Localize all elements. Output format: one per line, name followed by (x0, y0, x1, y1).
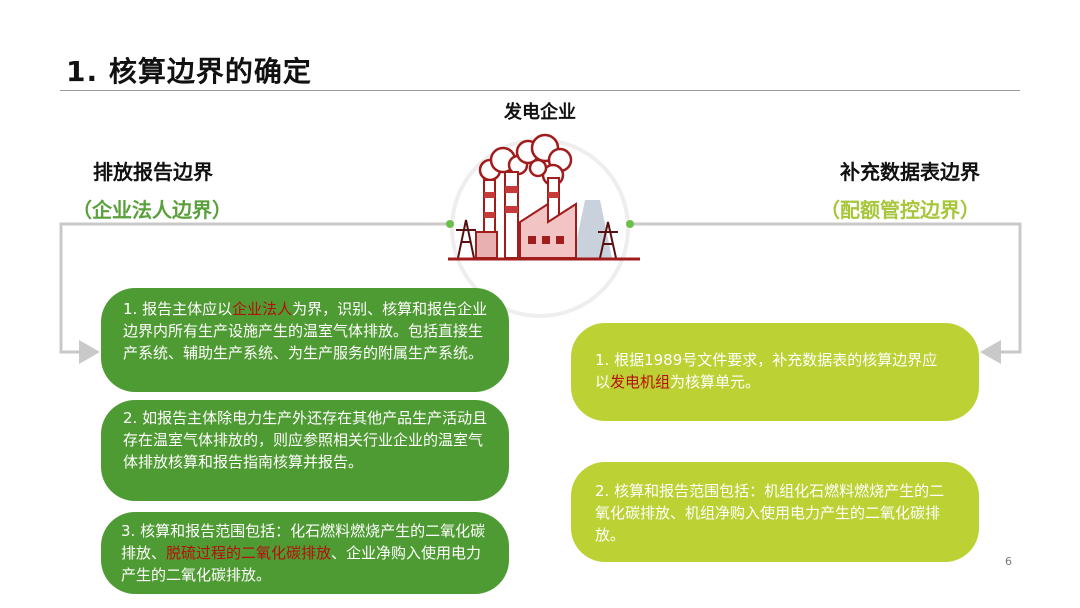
right-heading: 补充数据表边界 (840, 160, 980, 184)
left-item-3-text-a: 3. 核算和报告范围包括：化石燃料燃烧产生的二氧化碳排放、 (121, 522, 486, 562)
page-title: 1. 核算边界的确定 (66, 55, 312, 88)
left-subheading: （企业法人边界） (72, 198, 232, 222)
left-item-3-text-b: 、企业净购入使用电力产生的二氧化碳排放。 (121, 544, 482, 584)
page-number: 6 (1005, 555, 1012, 568)
left-heading: 排放报告边界 (93, 160, 213, 184)
left-item-1-text-a: 1. 报告主体应以 (123, 300, 233, 318)
left-item-1: 1. 报告主体应以企业法人为界，识别、核算和报告企业边界内所有生产设施产生的温室… (101, 288, 509, 392)
title-divider (60, 90, 1020, 91)
right-connector (630, 222, 1022, 364)
right-item-1: 1. 根据1989号文件要求，补充数据表的核算边界应以发电机组为核算单元。 (571, 323, 979, 421)
right-item-1-highlight: 发电机组 (610, 373, 671, 391)
right-item-1-text-b: 为核算单元。 (670, 373, 761, 391)
left-item-2: 2. 如报告主体除电力生产外还存在其他产品生产活动且存在温室气体排放的，则应参照… (101, 400, 509, 501)
right-subheading: （配额管控边界） (820, 198, 980, 222)
left-item-1-text-b: 为界，识别、核算和报告企业边界内所有生产设施产生的温室气体排放。包括直接生产系统… (123, 300, 488, 362)
right-item-2: 2. 核算和报告范围包括：机组化石燃料燃烧产生的二氧化碳排放、机组净购入使用电力… (571, 462, 979, 562)
left-item-3-highlight: 脱硫过程的二氧化碳排放 (166, 544, 332, 562)
left-item-2-text: 2. 如报告主体除电力生产外还存在其他产品生产活动且存在温室气体排放的，则应参照… (123, 409, 488, 471)
right-item-1-text-a: 1. 根据1989号文件要求，补充数据表的核算边界应以 (595, 351, 938, 391)
right-item-2-text: 2. 核算和报告范围包括：机组化石燃料燃烧产生的二氧化碳排放、机组净购入使用电力… (595, 482, 945, 544)
left-item-3: 3. 核算和报告范围包括：化石燃料燃烧产生的二氧化碳排放、脱硫过程的二氧化碳排放… (101, 512, 509, 594)
left-connector (59, 222, 450, 364)
left-item-1-highlight: 企业法人 (232, 300, 293, 318)
center-label: 发电企业 (504, 102, 576, 123)
